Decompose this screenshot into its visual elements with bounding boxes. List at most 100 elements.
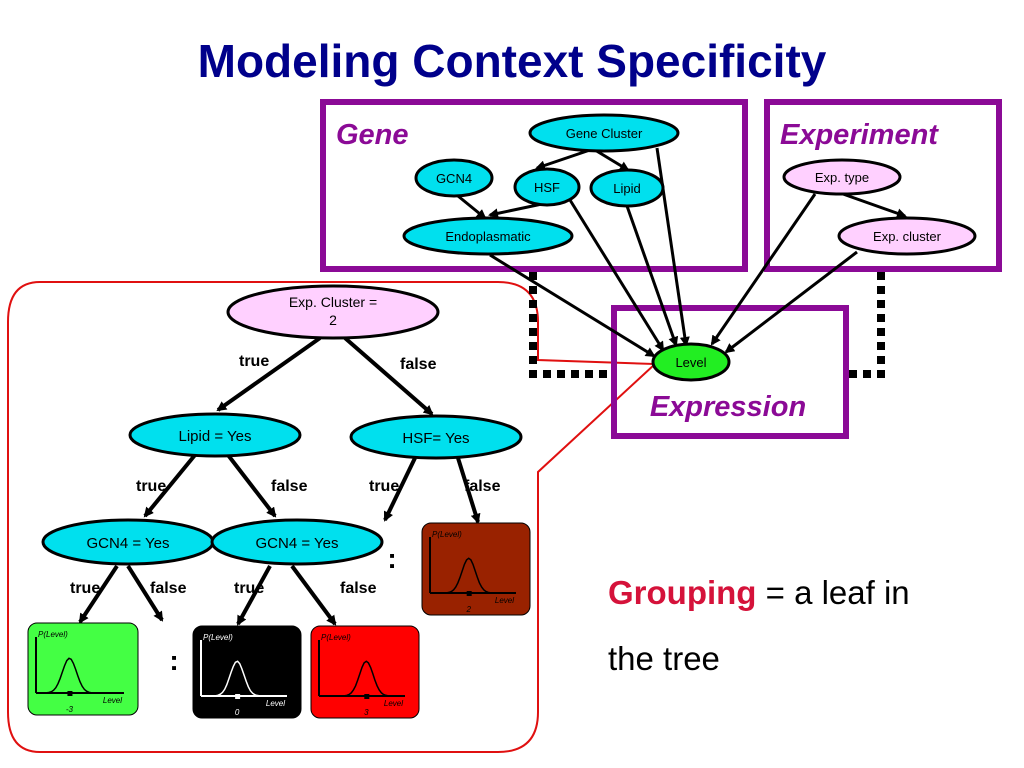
label-gcn4l-false: false [150, 580, 187, 597]
edge-hsf-ellipsis [383, 457, 417, 522]
edge-hsf-level [568, 199, 665, 352]
node-hsf-label: HSF [534, 180, 560, 195]
edge-gcn4r-red [290, 564, 337, 626]
label-gcn4l-true: true [70, 580, 100, 597]
edge-exptype-level [710, 193, 817, 346]
edge-root-hsf [343, 336, 434, 416]
node-exp-cluster: Exp. cluster [837, 216, 977, 256]
leaf-red-tick-mark [364, 694, 370, 699]
gene-label: Gene [336, 119, 409, 151]
grouping-line-1: Grouping = a leaf in [608, 560, 1008, 626]
edge-gcn4r-black [236, 565, 272, 626]
gene-bracket [529, 272, 612, 378]
leaf-brown-ylabel: P(Level) [432, 530, 462, 539]
expression-frame [611, 305, 849, 439]
ellipsis-gcn4-branch: : [169, 645, 178, 676]
edge-lipid-gcn4-right [226, 453, 277, 518]
tree-lipid-label: Lipid = Yes [179, 428, 252, 445]
edge-endoplasmatic-level [489, 253, 656, 358]
grouping-line-2: the tree [608, 640, 720, 677]
leaf-green: P(Level) Level -3 [27, 622, 139, 716]
leaf-black-tick-mark [235, 694, 241, 699]
label-root-true: true [239, 353, 269, 370]
grouping-rest: = a leaf in [756, 574, 910, 611]
tree-root-line1: Exp. Cluster = [289, 294, 377, 310]
label-gcn4r-true: true [234, 580, 264, 597]
leaf-panels: P(Level) Level -3 P(Level) Level 0 P(Level) Lev… [27, 522, 531, 719]
gene-frame [320, 99, 748, 272]
node-level: Level [651, 342, 731, 382]
leaf-black: P(Level) Level 0 [192, 625, 302, 719]
leaf-black-ylabel: P(Level) [203, 633, 233, 642]
node-endoplasmatic-label: Endoplasmatic [445, 229, 531, 244]
slide-title: Modeling Context Specificity [197, 35, 827, 87]
node-level-label: Level [675, 355, 706, 370]
tree-lipid: Lipid = Yes [128, 412, 302, 458]
leaf-red-tick-label: 3 [364, 708, 369, 717]
edge-root-lipid [216, 336, 322, 412]
grouping-caption: Grouping = a leaf in the tree [608, 560, 1008, 692]
leaf-green-curve [36, 657, 124, 694]
experiment-bracket [845, 272, 885, 378]
ellipsis-hsf-branch: : [387, 543, 396, 574]
tree-root-line2: 2 [329, 312, 337, 328]
edge-genecluster-level [655, 147, 690, 347]
leaf-red-curve [319, 660, 405, 697]
leaf-brown-tick-label: 2 [465, 605, 471, 614]
label-root-false: false [400, 356, 437, 373]
node-hsf: HSF [513, 167, 581, 207]
leaf-green-tick-mark [67, 691, 73, 696]
leaf-brown: P(Level) Level 2 [421, 522, 531, 616]
edge-hsf-brown [456, 457, 481, 524]
label-lipid-false: false [271, 478, 308, 495]
edge-lipid-level [625, 205, 679, 347]
node-lipid-label: Lipid [613, 181, 640, 196]
label-hsf-true: true [369, 478, 399, 495]
node-exp-type: Exp. type [782, 158, 902, 196]
node-gene-cluster-label: Gene Cluster [566, 126, 643, 141]
node-gcn4-label: GCN4 [436, 171, 472, 186]
leaf-red: P(Level) Level 3 [310, 625, 420, 719]
leaf-black-xlabel: Level [266, 699, 285, 708]
edge-gcn4-endoplasmatic [457, 194, 487, 220]
tree-hsf-label: HSF= Yes [402, 430, 469, 447]
leaf-brown-curve [430, 557, 516, 594]
node-lipid: Lipid [589, 168, 665, 208]
experiment-frame [764, 99, 1002, 272]
node-exp-cluster-label: Exp. cluster [873, 229, 942, 244]
leaf-red-xlabel: Level [384, 699, 403, 708]
edge-gcn4l-green [78, 564, 119, 624]
leaf-green-xlabel: Level [103, 696, 122, 705]
edge-exptype-expcluster [842, 192, 907, 219]
edge-gcn4l-ellipsis [126, 564, 164, 622]
tree-hsf: HSF= Yes [349, 414, 523, 460]
edge-genecluster-lipid [594, 148, 630, 172]
leaf-red-ylabel: P(Level) [321, 633, 351, 642]
leaf-black-curve [201, 660, 287, 697]
edge-genecluster-hsf [535, 148, 591, 171]
label-lipid-true: true [136, 478, 166, 495]
leaf-black-tick-label: 0 [235, 708, 240, 717]
tree-gcn4-right-label: GCN4 = Yes [256, 535, 339, 552]
edge-hsf-endoplasmatic [488, 202, 543, 219]
leaf-brown-xlabel: Level [495, 596, 514, 605]
node-gene-cluster: Gene Cluster [528, 113, 680, 153]
node-endoplasmatic: Endoplasmatic [402, 216, 574, 256]
node-exp-type-label: Exp. type [815, 170, 869, 185]
leaf-green-ylabel: P(Level) [38, 630, 68, 639]
node-gcn4: GCN4 [414, 158, 494, 198]
experiment-label: Experiment [780, 119, 939, 151]
grouping-keyword: Grouping [608, 574, 757, 611]
edge-lipid-gcn4-left [143, 453, 197, 518]
tree-edges [78, 336, 481, 626]
tree-gcn4-right: GCN4 = Yes [210, 518, 384, 566]
label-hsf-false: false [464, 478, 501, 495]
edge-expcluster-level [724, 250, 858, 354]
label-gcn4r-false: false [340, 580, 377, 597]
leaf-brown-tick-mark [466, 591, 472, 596]
tree-gcn4-left: GCN4 = Yes [41, 518, 215, 566]
tree-root: Exp. Cluster = 2 [226, 284, 440, 340]
tree-gcn4-left-label: GCN4 = Yes [87, 535, 170, 552]
leaf-green-tick-label: -3 [66, 705, 74, 714]
